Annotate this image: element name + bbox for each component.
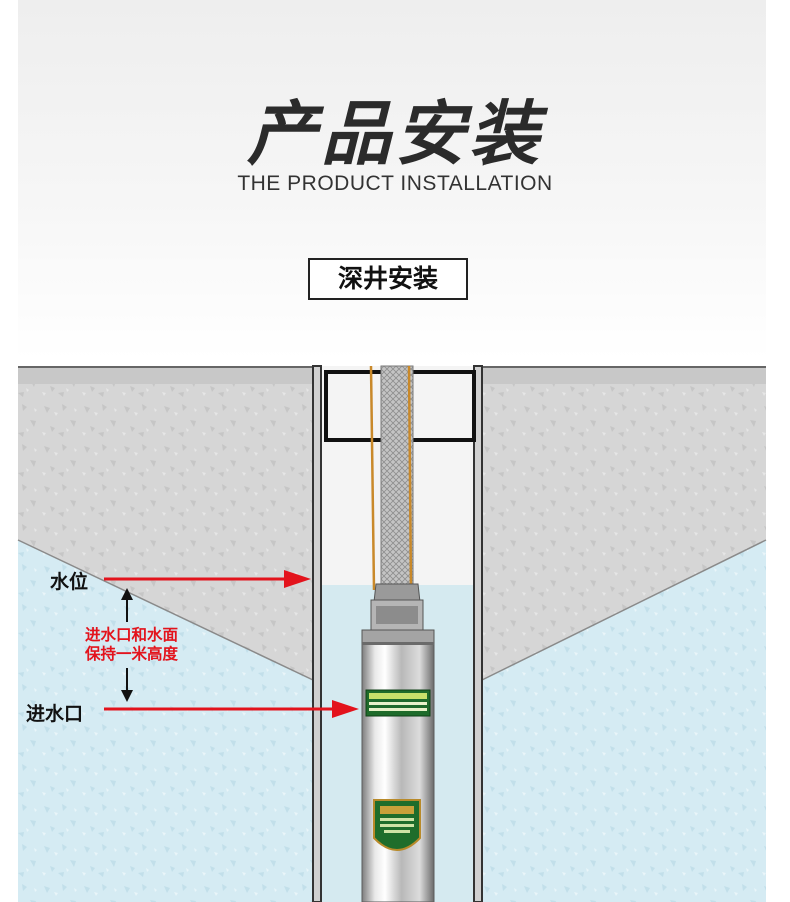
height-note-line2: 保持一米高度: [84, 645, 178, 663]
water-level-label: 水位: [50, 571, 89, 593]
red-arrow-icon: [104, 700, 359, 718]
red-arrow-icon: [104, 570, 311, 588]
rope-left: [369, 365, 376, 591]
water-table-left: [18, 540, 313, 902]
hose: [380, 365, 414, 585]
height-note: 进水口和水面 保持一米高度: [64, 626, 199, 664]
inlet-label: 进水口: [26, 703, 84, 725]
header-background: [18, 0, 766, 360]
page-subtitle: THE PRODUCT INSTALLATION: [237, 172, 553, 195]
page-title: 产品安装: [247, 93, 543, 175]
height-note-line1: 进水口和水面: [84, 626, 178, 644]
pump-icon: [361, 583, 435, 902]
rope-right: [407, 365, 413, 591]
section-label: 深井安装: [308, 258, 468, 300]
double-arrow-icon: [121, 588, 133, 702]
water-table-right: [482, 540, 766, 902]
